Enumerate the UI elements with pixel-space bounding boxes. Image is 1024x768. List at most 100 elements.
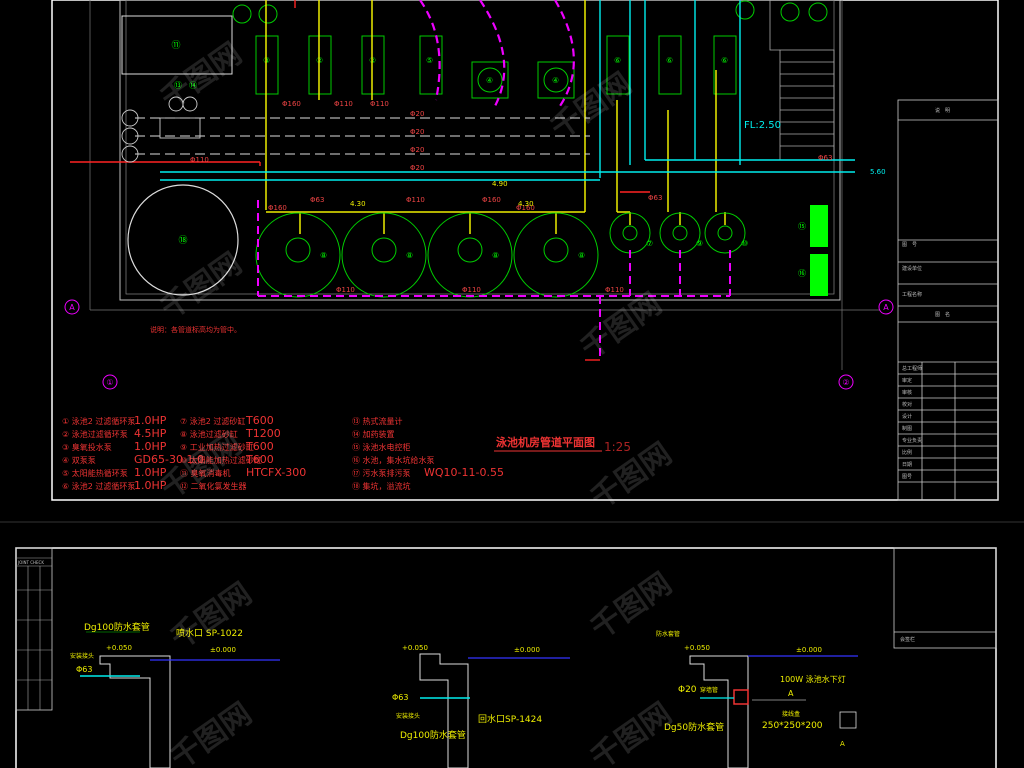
svg-text:审定: 审定 [902, 377, 912, 384]
svg-text:A: A [840, 740, 845, 748]
legend-item: ⑥ 泳池2 过滤循环泵 [62, 481, 135, 491]
svg-text:Φ20: Φ20 [410, 128, 424, 136]
joint-check-label: JOINT CHECK [17, 560, 44, 565]
svg-text:±0.000: ±0.000 [796, 646, 822, 654]
detail-2: +0.050 ±0.000 Φ63 安装接头 Dg100防水套管 回水口SP-1… [392, 644, 570, 768]
legend-item: ⑤ 太阳能热循环泵 [62, 468, 128, 478]
svg-text:Φ110: Φ110 [190, 156, 209, 164]
svg-text:5.60: 5.60 [870, 168, 886, 176]
sheet2: JOINT CHECK 会签栏 Dg100防水套管 喷水口 SP-1022 +0… [15, 547, 997, 768]
svg-text:4.30: 4.30 [350, 200, 366, 208]
svg-text:Φ110: Φ110 [336, 286, 355, 294]
legend-item: ⑬ 热式流量计 [352, 416, 403, 426]
svg-text:千图网: 千图网 [585, 696, 679, 768]
return-loop [257, 200, 731, 360]
legend-spec: T600 [245, 440, 274, 453]
pipe-labels: Φ160 Φ110 Φ110 Φ63 Φ110 Φ160 Φ160 Φ63 Φ1… [190, 100, 832, 294]
axis-a-right: A [883, 303, 889, 312]
svg-text:图号: 图号 [902, 474, 912, 480]
svg-text:接线盒: 接线盒 [782, 710, 800, 718]
svg-text:⑬: ⑬ [174, 81, 182, 90]
svg-text:安装接头: 安装接头 [396, 712, 420, 720]
floor-level: FL:2.50 [744, 120, 781, 131]
svg-text:建设单位: 建设单位 [902, 265, 922, 272]
svg-text:Φ110: Φ110 [605, 286, 624, 294]
control-cabinet-1 [810, 205, 828, 247]
ozone-machine [121, 15, 233, 75]
axis-1: ① [106, 378, 113, 387]
svg-text:制图: 制图 [902, 425, 912, 432]
svg-text:+0.050: +0.050 [106, 644, 132, 652]
legend-item: ④ 双泵泵 [62, 456, 96, 465]
svg-text:校对: 校对 [902, 401, 912, 408]
svg-text:说 明: 说 明 [935, 107, 950, 114]
svg-text:4.30: 4.30 [518, 200, 534, 208]
axis-a-left: A [69, 303, 75, 312]
svg-text:4.90: 4.90 [492, 180, 508, 188]
legend-item: ⑰ 污水泵排污泵 [352, 468, 411, 478]
svg-text:千图网: 千图网 [165, 576, 259, 656]
svg-text:Φ63: Φ63 [818, 154, 832, 162]
svg-text:Φ20: Φ20 [678, 685, 697, 695]
svg-text:⑧: ⑧ [492, 251, 499, 260]
svg-text:⑭: ⑭ [189, 81, 197, 90]
svg-text:安装接头: 安装接头 [70, 652, 94, 660]
legend-item: ⑭ 加药装置 [352, 429, 395, 439]
svg-text:A: A [788, 689, 794, 698]
legend-spec: GD65-30 1.0 [134, 453, 204, 466]
svg-text:⑧: ⑧ [406, 251, 413, 260]
drawing-title: 泳池机房管道平面图 [496, 435, 595, 449]
legend-spec: WQ10-11-0.55 [424, 466, 504, 479]
svg-text:总工程师: 总工程师 [902, 365, 922, 372]
svg-text:Φ20: Φ20 [410, 164, 424, 172]
svg-text:⑱: ⑱ [178, 235, 187, 246]
svg-text:⑤: ⑤ [426, 56, 433, 65]
svg-text:250*250*200: 250*250*200 [762, 721, 823, 731]
svg-text:防水套管: 防水套管 [656, 630, 680, 638]
return-pipe-arcs [419, 0, 575, 109]
room-wall [119, 0, 841, 301]
svg-text:+0.050: +0.050 [402, 644, 428, 652]
legend-item: ⑫ 二氧化氯发生器 [180, 481, 247, 491]
legend-spec: 1.0HP [134, 466, 167, 479]
svg-text:Dg50防水套管: Dg50防水套管 [664, 721, 724, 733]
svg-text:Φ160: Φ160 [516, 204, 535, 212]
svg-text:穿墙管: 穿墙管 [700, 686, 718, 694]
svg-text:Φ20: Φ20 [410, 146, 424, 154]
legend-item: ③ 臭氧投水泵 [62, 442, 112, 452]
svg-text:工程名称: 工程名称 [902, 291, 922, 298]
legend-spec: 1.0HP [134, 414, 167, 427]
detail-3: 防水套管 +0.050 ±0.000 Φ20 穿墙管 100W 泳池水下灯 A … [656, 630, 858, 768]
svg-text:⑥: ⑥ [721, 56, 728, 65]
legend-item: ⑱ 集坑，溢流坑 [352, 481, 411, 491]
svg-text:Dg100防水套管: Dg100防水套管 [400, 729, 466, 741]
svg-text:Φ63: Φ63 [76, 665, 92, 674]
svg-text:千图网: 千图网 [155, 246, 249, 326]
legend-spec: T600 [245, 453, 274, 466]
svg-text:千图网: 千图网 [585, 436, 679, 516]
svg-text:Φ110: Φ110 [406, 196, 425, 204]
small-tanks [121, 96, 201, 163]
drain-pipes [135, 117, 590, 155]
legend-spec: 4.5HP [134, 427, 167, 440]
legend-item: ⑪ 臭氧消毒机 [180, 468, 231, 478]
supply-pipes [265, 0, 726, 234]
red-pipes [70, 0, 650, 361]
svg-text:100W 泳池水下灯: 100W 泳池水下灯 [780, 674, 846, 684]
svg-text:图 号: 图 号 [902, 242, 917, 248]
lamp-box [733, 689, 749, 705]
svg-text:+0.050: +0.050 [684, 644, 710, 652]
svg-text:回水口SP-1424: 回水口SP-1424 [478, 713, 542, 725]
svg-text:喷水口 SP-1022: 喷水口 SP-1022 [176, 627, 243, 639]
svg-text:Φ110: Φ110 [462, 286, 481, 294]
title-block [897, 99, 999, 501]
svg-text:⑧: ⑧ [578, 251, 585, 260]
svg-text:Φ63: Φ63 [648, 194, 662, 202]
svg-text:④: ④ [552, 76, 559, 85]
legend-item: ① 泳池2 过滤循环泵 [62, 416, 135, 426]
svg-text:±0.000: ±0.000 [514, 646, 540, 654]
legend-item: ② 泳池过滤循环泵 [62, 429, 128, 439]
svg-text:⑩: ⑩ [741, 239, 748, 248]
